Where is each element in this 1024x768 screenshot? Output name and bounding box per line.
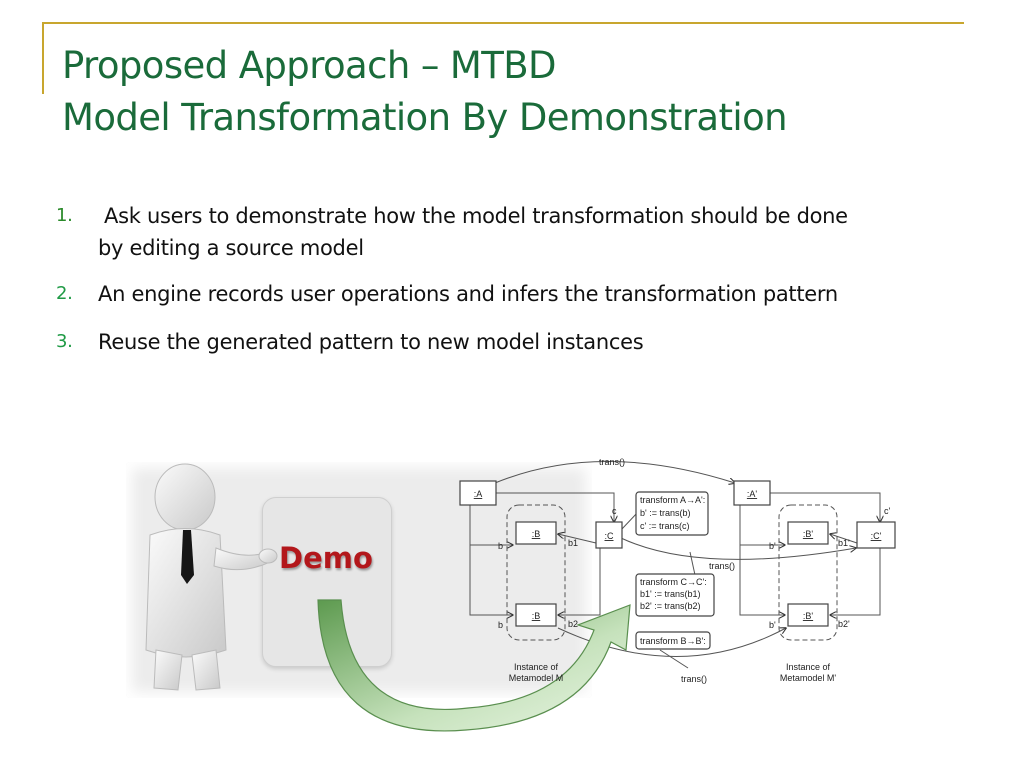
source-caption-1: Instance of — [514, 662, 559, 672]
target-box-b1 — [787, 521, 829, 545]
target-node-a-label: :A' — [747, 489, 758, 499]
diagram-text: :A :B :B :C b b b1 b2 c Instance of Meta… — [474, 457, 891, 684]
target-box-a — [733, 480, 771, 506]
step-item-3: 3. Reuse the generated pattern to new mo… — [56, 326, 986, 358]
target-edge-b2: b2' — [838, 619, 850, 629]
source-edge-b-bottom: b — [498, 620, 503, 630]
target-caption-2: Metamodel M' — [780, 673, 837, 683]
step-text: An engine records user operations and in… — [98, 282, 838, 306]
trans-label-middle: trans() — [709, 561, 735, 571]
note-a-line-3: c' := trans(c) — [640, 521, 689, 531]
step-number: 1. — [56, 205, 73, 226]
source-box-b1 — [515, 521, 557, 545]
frame-left-rule — [42, 22, 44, 94]
step-text-continued: by editing a source model — [98, 236, 364, 260]
target-box-b2 — [787, 603, 829, 627]
steps-list: 1. Ask users to demonstrate how the mode… — [56, 200, 986, 358]
source-edge-b2: b2 — [568, 619, 578, 629]
target-box-c — [856, 521, 896, 549]
curved-arrow — [317, 599, 631, 732]
presenter-figure — [145, 463, 278, 691]
title-line-2: Model Transformation By Demonstration — [62, 96, 788, 139]
trans-label-top: trans() — [599, 457, 625, 467]
step-item-2: 2. An engine records user operations and… — [56, 278, 986, 310]
note-b-line-1: transform B→B': — [640, 636, 706, 646]
step-number: 2. — [56, 283, 73, 304]
note-a — [635, 491, 709, 536]
step-item-1: 1. Ask users to demonstrate how the mode… — [56, 200, 986, 264]
source-node-b2-label: :B — [532, 611, 541, 621]
trans-label-bottom: trans() — [681, 674, 707, 684]
note-c-line-2: b1' := trans(b1) — [640, 589, 701, 599]
target-node-b1-label: :B' — [803, 529, 814, 539]
note-b — [635, 631, 711, 650]
target-edge-b-top: b' — [769, 541, 776, 551]
source-edge-b1: b1 — [568, 538, 578, 548]
target-node-c-label: :C' — [871, 531, 882, 541]
presenter-leg-right — [191, 649, 221, 691]
slide-title: Proposed Approach – MTBD Model Transform… — [62, 40, 788, 144]
note-c-line-3: b2' := trans(b2) — [640, 601, 701, 611]
presenter-leg-left — [153, 649, 183, 691]
source-box-a — [459, 480, 497, 506]
demo-label: Demo — [279, 541, 373, 575]
note-a-line-1: transform A→A': — [640, 495, 705, 505]
target-edge-c: c' — [884, 506, 891, 516]
source-edge-c: c — [612, 506, 617, 516]
source-node-c-label: :C — [605, 531, 615, 541]
frame-top-rule — [42, 22, 964, 24]
title-line-1: Proposed Approach – MTBD — [62, 44, 557, 87]
source-node-a-label: :A — [474, 489, 483, 499]
target-edge-b1: b1' — [838, 538, 850, 548]
note-c-line-1: transform C→C': — [640, 577, 707, 587]
step-text: Ask users to demonstrate how the model t… — [104, 204, 848, 228]
presenter-tie — [181, 530, 194, 584]
source-caption-2: Metamodel M — [509, 673, 564, 683]
source-edge-b-top: b — [498, 541, 503, 551]
target-edge-b-bottom: b' — [769, 620, 776, 630]
note-a-line-2: b' := trans(b) — [640, 508, 691, 518]
diagram-boxes — [459, 480, 896, 650]
source-box-c — [595, 521, 623, 549]
diagram-lines — [469, 461, 880, 669]
target-caption-1: Instance of — [786, 662, 831, 672]
source-box-b2 — [515, 603, 557, 627]
step-text: Reuse the generated pattern to new model… — [98, 330, 644, 354]
step-number: 3. — [56, 331, 73, 352]
presenter-hand — [258, 548, 278, 564]
presenter-head — [154, 463, 216, 531]
note-c — [635, 573, 715, 617]
target-node-b2-label: :B' — [803, 611, 814, 621]
source-node-b1-label: :B — [532, 529, 541, 539]
